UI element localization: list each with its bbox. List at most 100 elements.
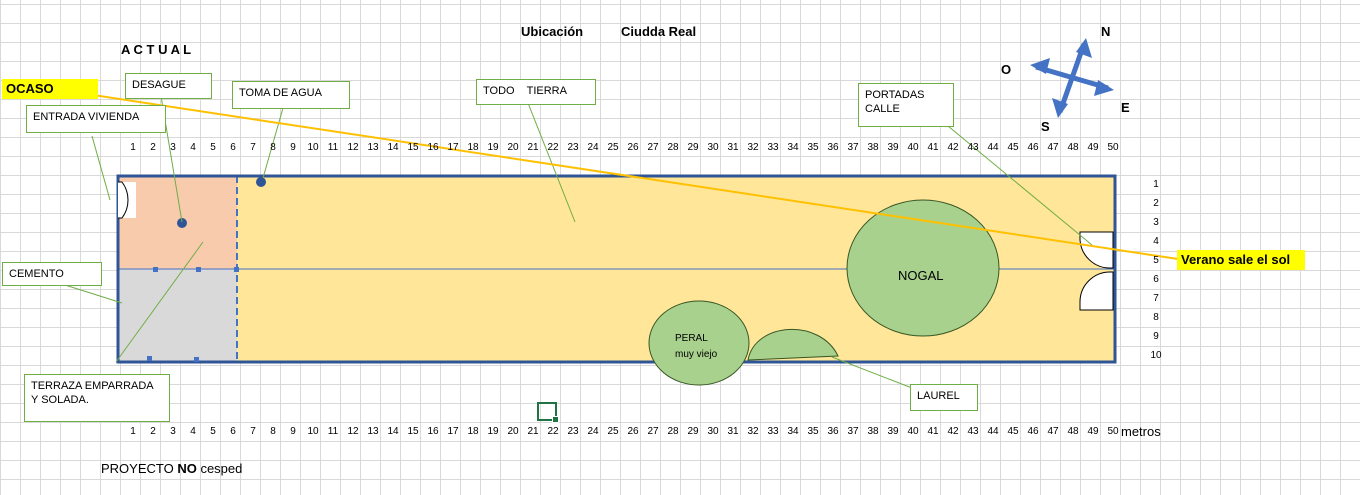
ruler-number: 24 <box>587 426 599 437</box>
ruler-number: 42 <box>947 426 959 437</box>
ruler-number: 20 <box>507 142 519 153</box>
ruler-number: 5 <box>210 426 216 437</box>
ruler-number: 25 <box>607 426 619 437</box>
ruler-number: 14 <box>387 142 399 153</box>
ruler-unit: metros <box>1121 424 1161 439</box>
ruler-number: 1 <box>130 426 136 437</box>
ruler-number: 8 <box>270 142 276 153</box>
ruler-number: 32 <box>747 142 759 153</box>
ruler-number: 27 <box>647 142 659 153</box>
ruler-number: 50 <box>1107 426 1119 437</box>
compass-east: E <box>1121 100 1130 115</box>
marker <box>196 267 201 272</box>
selected-cell[interactable] <box>537 402 559 423</box>
footer-bold: NO <box>177 461 197 476</box>
terraza-label: TERRAZA EMPARRADA Y SOLADA. <box>24 374 170 422</box>
peral-label-2: muy viejo <box>675 349 718 360</box>
ruler-number: 5 <box>210 142 216 153</box>
ruler-number: 44 <box>987 426 999 437</box>
ruler-number: 7 <box>250 142 256 153</box>
laurel-callout-line <box>831 356 913 389</box>
nogal-tree <box>846 199 1000 337</box>
peral-label-1: PERAL <box>675 333 708 344</box>
vruler-number: 3 <box>1153 217 1159 228</box>
nogal-label: NOGAL <box>898 268 944 283</box>
footer-prefix: PROYECTO <box>101 461 178 476</box>
portadas-callout-line <box>947 125 1093 246</box>
ruler-number: 46 <box>1027 426 1039 437</box>
ruler-number: 25 <box>607 142 619 153</box>
compass-north: N <box>1101 24 1111 39</box>
ruler-number: 3 <box>170 426 176 437</box>
ruler-number: 22 <box>547 426 559 437</box>
vruler-number: 2 <box>1153 198 1159 209</box>
vruler-number: 10 <box>1150 350 1162 361</box>
ruler-number: 39 <box>887 426 899 437</box>
ruler-number: 43 <box>967 142 979 153</box>
ruler-number: 1 <box>130 142 136 153</box>
ruler-number: 26 <box>627 426 639 437</box>
ruler-number: 16 <box>427 426 439 437</box>
ruler-number: 47 <box>1047 426 1059 437</box>
ruler-number: 22 <box>547 142 559 153</box>
ubicacion-value: Ciudda Real <box>621 24 697 39</box>
ruler-number: 14 <box>387 426 399 437</box>
ruler-number: 33 <box>767 142 779 153</box>
ruler-number: 10 <box>307 142 319 153</box>
ruler-number: 19 <box>487 142 499 153</box>
ruler-number: 8 <box>270 426 276 437</box>
vruler-number: 7 <box>1153 293 1159 304</box>
ruler-number: 32 <box>747 426 759 437</box>
ruler-number: 37 <box>847 142 859 153</box>
ruler-number: 35 <box>807 426 819 437</box>
ruler-number: 39 <box>887 142 899 153</box>
ruler-number: 13 <box>367 426 379 437</box>
todo-tierra-label: TODO TIERRA <box>476 79 596 105</box>
ruler-number: 38 <box>867 426 879 437</box>
ruler-number: 40 <box>907 142 919 153</box>
marker <box>153 267 158 272</box>
ruler-number: 47 <box>1047 142 1059 153</box>
ruler-number: 33 <box>767 426 779 437</box>
cemento-label: CEMENTO <box>2 262 102 286</box>
footer-text: PROYECTO NO cesped <box>101 461 242 476</box>
ruler-number: 44 <box>987 142 999 153</box>
ruler-number: 43 <box>967 426 979 437</box>
terraza-callout-line <box>115 241 204 363</box>
sun-path-line <box>46 80 1179 260</box>
laurel-tree <box>747 328 839 361</box>
vruler-number: 1 <box>1153 179 1159 190</box>
cemento-callout-line <box>64 284 123 304</box>
ruler-number: 17 <box>447 142 459 153</box>
ruler-number: 41 <box>927 142 939 153</box>
ruler-number: 29 <box>687 142 699 153</box>
laurel-label: LAUREL <box>910 384 978 411</box>
desague-point <box>177 218 187 228</box>
cemento-area <box>118 269 237 362</box>
vruler-number: 8 <box>1153 312 1159 323</box>
vruler-number: 5 <box>1153 255 1159 266</box>
ruler-number: 41 <box>927 426 939 437</box>
ruler-number: 19 <box>487 426 499 437</box>
ruler-number: 45 <box>1007 142 1019 153</box>
portadas-label: PORTADAS CALLE <box>858 83 954 127</box>
ruler-number: 9 <box>290 142 296 153</box>
ruler-number: 21 <box>527 142 539 153</box>
entrada-callout-line <box>91 135 111 201</box>
toma-agua-point <box>256 177 266 187</box>
vruler-number: 4 <box>1153 236 1159 247</box>
compass-west: O <box>1001 62 1012 77</box>
ruler-number: 12 <box>347 426 359 437</box>
marker <box>194 357 199 362</box>
ruler-number: 45 <box>1007 426 1019 437</box>
ruler-number: 17 <box>447 426 459 437</box>
ruler-number: 34 <box>787 426 799 437</box>
ruler-number: 15 <box>407 426 419 437</box>
ruler-number: 46 <box>1027 142 1039 153</box>
ruler-number: 2 <box>150 142 156 153</box>
actual-title: A C T U A L <box>121 42 192 57</box>
ruler-number: 12 <box>347 142 359 153</box>
